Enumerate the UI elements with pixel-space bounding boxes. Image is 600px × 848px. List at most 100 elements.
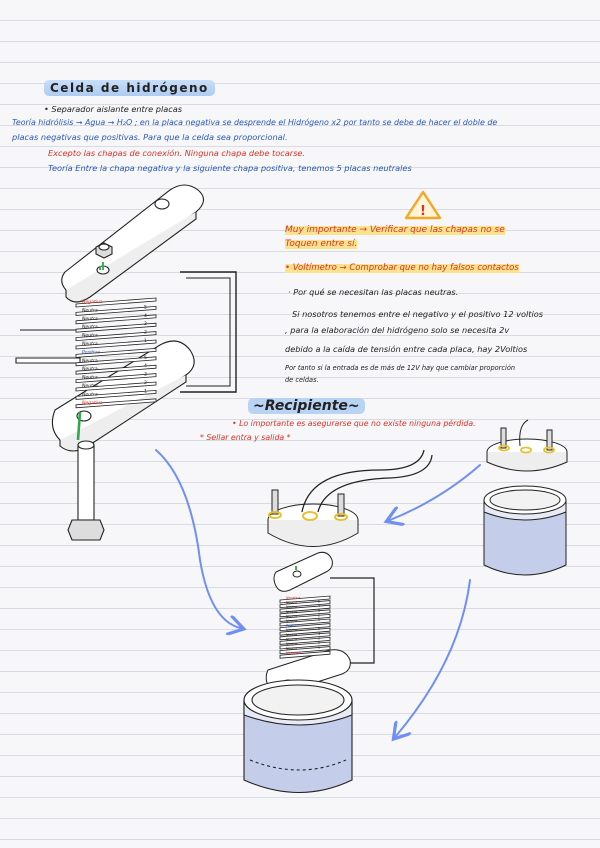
- plate-number: 3: [144, 372, 147, 378]
- si-line-2: , para la elaboración del hidrógeno solo…: [285, 325, 510, 335]
- plate-number: 1: [144, 388, 147, 394]
- neutral-plate: [75, 339, 157, 350]
- neutral-plate-label: Neutra: [286, 619, 297, 623]
- neutral-plate-label: Neutra: [286, 642, 297, 646]
- plate-number: 4: [318, 632, 320, 636]
- warning-icon: !: [404, 190, 442, 220]
- si-line-3: debido a la caída de tensión entre cada …: [285, 344, 528, 354]
- neutral-plate: [279, 618, 331, 627]
- recipiente-sellar: * Sellar entra y salida *: [200, 433, 291, 442]
- neutral-plate: [279, 632, 331, 641]
- plate-number: 2: [144, 380, 147, 386]
- neutral-plate-label: Neutra: [82, 341, 98, 347]
- neutral-plate-label: Neutra: [82, 383, 98, 389]
- neutral-plate-label: Neutra: [286, 637, 297, 641]
- electrode-label: Negativa: [82, 299, 103, 305]
- electrode-label: Negativa: [286, 651, 300, 655]
- neutral-plate-label: Neutra: [286, 605, 297, 609]
- plate-number: 2: [318, 641, 320, 645]
- neutral-plate: [75, 305, 157, 316]
- teoria-line-1: Teoría hidrólisis → Agua → H₂O ; en la p…: [12, 118, 498, 127]
- importante-line-2: Toquen entre sí.: [285, 239, 358, 249]
- plate-number: 3: [144, 321, 147, 327]
- right-jar: [483, 419, 568, 576]
- plate-number: 3: [318, 636, 320, 640]
- neutral-plate-label: Neutra: [82, 307, 98, 313]
- electrode-plate: [75, 347, 157, 358]
- neutral-plate-label: Neutra: [82, 333, 98, 339]
- plate-number: 4: [144, 313, 147, 319]
- neutral-plate-label: Neutra: [82, 366, 98, 372]
- main-cell-drawing: [15, 184, 237, 541]
- electrode-label: Negativa: [286, 596, 300, 600]
- electrode-label: Positiva: [82, 349, 100, 355]
- neutral-plate: [75, 314, 157, 325]
- neutral-plate: [75, 331, 157, 342]
- neutral-plate-label: Neutra: [286, 628, 297, 632]
- electrode-plate: [75, 398, 157, 409]
- plate-number: 2: [144, 330, 147, 336]
- plate-number: 3: [318, 609, 320, 613]
- neutral-plate: [75, 373, 157, 384]
- electrode-label: Positiva: [286, 624, 298, 628]
- neutral-plate: [279, 613, 331, 622]
- recipiente-importante: • Lo importante es asegurarse que no exi…: [232, 419, 476, 428]
- nut-icon: [95, 242, 113, 259]
- neutral-plate-label: Neutra: [286, 614, 297, 618]
- plate-number: 5: [144, 355, 147, 361]
- top-plate-hole: [154, 198, 170, 210]
- electrode-label: Negativa: [82, 400, 103, 406]
- neutral-plate: [75, 322, 157, 333]
- neutral-plate-label: Neutra: [286, 601, 297, 605]
- si-line-1: Si nosotros tenemos entre el negativo y …: [292, 309, 544, 319]
- neutral-plate: [75, 389, 157, 400]
- plate-number: 1: [318, 618, 320, 622]
- neutral-plate: [279, 627, 331, 636]
- neutral-plate-label: Neutra: [82, 316, 98, 322]
- neutral-plate: [279, 636, 331, 645]
- neutral-plate: [279, 641, 331, 650]
- plate-number: 4: [318, 604, 320, 608]
- importante-line-1: Muy importante → Verificar que las chapa…: [285, 225, 505, 235]
- plate-number: 5: [318, 627, 320, 631]
- neutral-plate-label: Neutra: [286, 633, 297, 637]
- neutral-plate-label: Neutra: [82, 358, 98, 364]
- neutral-plate-label: Neutra: [286, 647, 297, 651]
- teoria-line-2: placas negativas que positivas. Para que…: [12, 132, 288, 142]
- small-cell-drawing: [265, 449, 433, 710]
- neutral-plate-label: Neutra: [82, 375, 98, 381]
- neutral-plate: [279, 609, 331, 618]
- neutral-plate: [279, 604, 331, 613]
- neutral-plate-label: Neutra: [82, 324, 98, 330]
- plate-number: 1: [144, 338, 147, 344]
- plate-number: 5: [144, 304, 147, 310]
- teoria-neutral-line: Teoría Entre la chapa negativa y la sigu…: [48, 163, 412, 173]
- neutral-plate: [75, 381, 157, 392]
- excepto-line: Excepto las chapas de conexión. Ninguna …: [48, 148, 306, 158]
- neutral-plate: [279, 600, 331, 609]
- arrow-icon: [155, 449, 481, 736]
- voltimetro-line: • Voltímetro → Comprobar que no hay fals…: [285, 263, 519, 273]
- page-title: Celda de hidrógeno: [44, 80, 215, 96]
- big-jar: [243, 679, 353, 793]
- porque-line: · Por qué se necesitan las placas neutra…: [288, 287, 459, 297]
- neutral-plate: [279, 646, 331, 655]
- svg-text:!: !: [420, 204, 426, 219]
- recipiente-title: ~Recipiente~: [248, 398, 365, 414]
- bolt-icon: [67, 440, 105, 541]
- plate-number: 5: [318, 600, 320, 604]
- plate-number: 1: [318, 646, 320, 650]
- electrode-plate: [279, 595, 331, 604]
- portanto-line-1: Por tanto si la entrada es de más de 12V…: [285, 364, 516, 372]
- neutral-plate-label: Neutra: [286, 610, 297, 614]
- separador-line: • Separador aislante entre placas: [44, 104, 183, 114]
- electrode-plate: [279, 650, 331, 659]
- electrode-plate: [279, 623, 331, 632]
- plate-number: 4: [144, 363, 147, 369]
- neutral-plate-label: Neutra: [82, 391, 98, 397]
- portanto-line-2: de celdas.: [285, 376, 319, 384]
- plate-number: 2: [318, 613, 320, 617]
- neutral-plate: [75, 356, 157, 367]
